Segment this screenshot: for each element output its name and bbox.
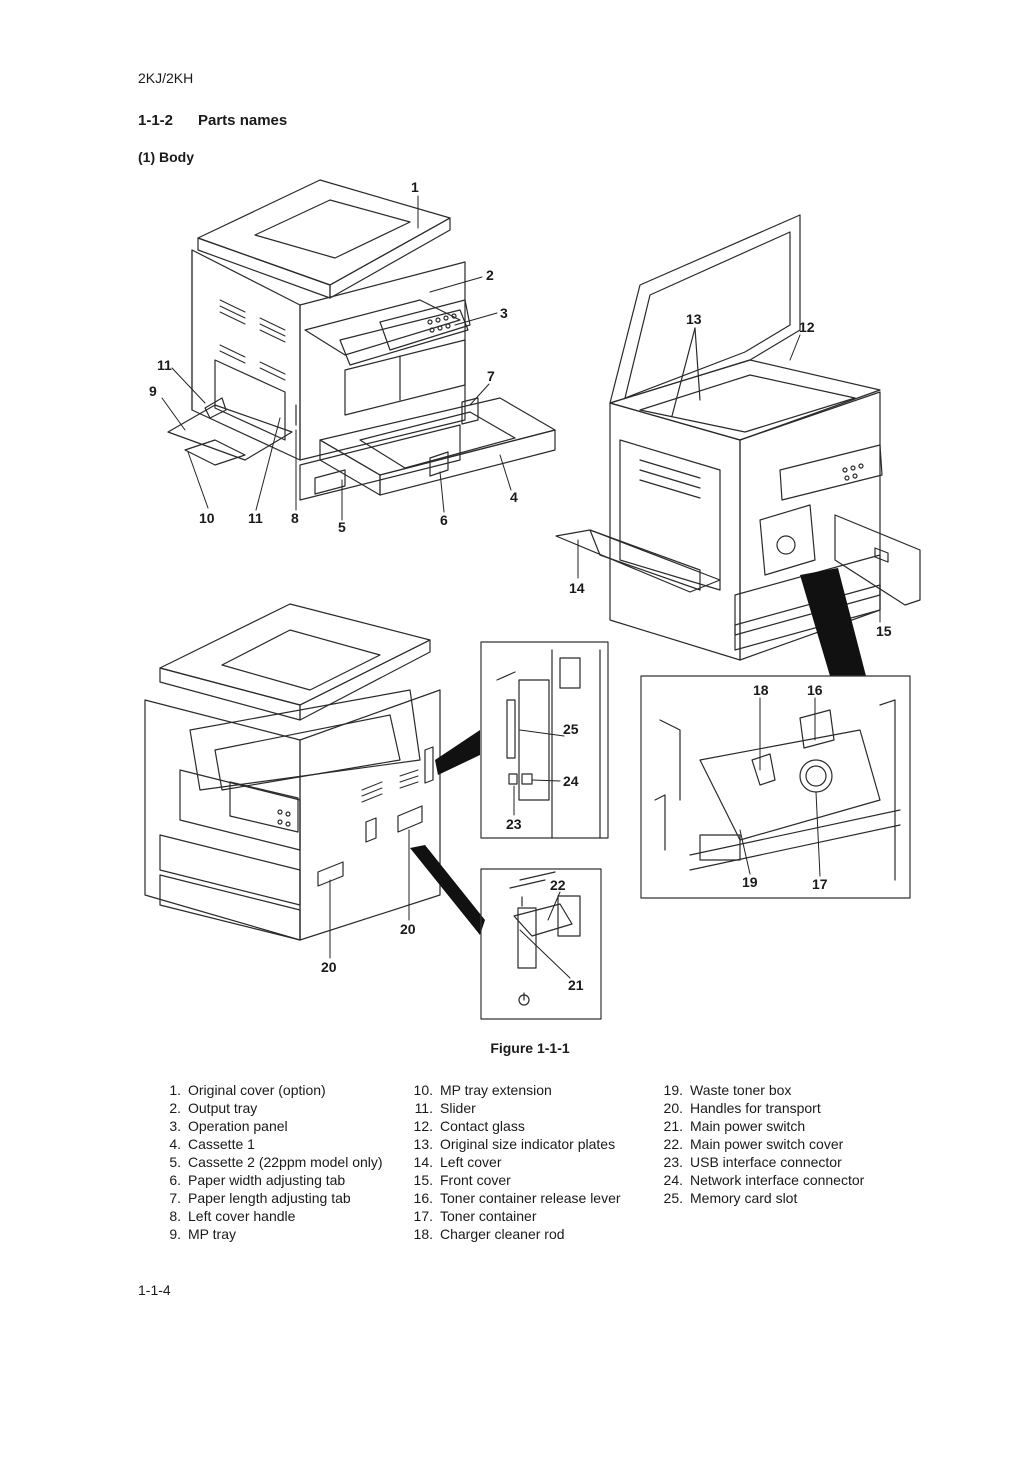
- page-number: 1-1-4: [138, 1282, 171, 1298]
- section-title: Parts names: [198, 112, 288, 129]
- callout-12: 12: [799, 319, 815, 335]
- document-id: 2KJ/2KH: [138, 70, 194, 86]
- callout-15: 15: [876, 623, 892, 639]
- list-item: 13.Original size indicator plates: [413, 1136, 616, 1152]
- list-item: 21.Main power switch: [663, 1118, 806, 1134]
- list-item: 24.Network interface connector: [663, 1172, 865, 1188]
- list-item: 20.Handles for transport: [663, 1100, 821, 1116]
- callout-1: 1: [411, 179, 419, 195]
- callout-3: 3: [500, 305, 508, 321]
- machine-open-view: [555, 214, 921, 676]
- callout-17: 17: [812, 876, 828, 892]
- list-item: 12.Contact glass: [413, 1118, 525, 1134]
- section-number: 1-1-2: [138, 112, 174, 129]
- callout-13: 13: [686, 311, 702, 327]
- list-item: 19.Waste toner box: [663, 1082, 792, 1098]
- inset-power-switch: [480, 868, 602, 1020]
- callout-21: 21: [568, 977, 584, 993]
- callout-16: 16: [807, 682, 823, 698]
- machine-side-view: [144, 603, 485, 941]
- list-item: 23.USB interface connector: [663, 1154, 842, 1170]
- callout-25: 25: [563, 721, 579, 737]
- callout-11b: 11: [248, 510, 263, 526]
- callout-18: 18: [753, 682, 769, 698]
- callout-2: 2: [486, 267, 494, 283]
- list-item: 16.Toner container release lever: [413, 1190, 621, 1206]
- list-item: 15.Front cover: [413, 1172, 511, 1188]
- list-item: 1.Original cover (option): [169, 1082, 326, 1098]
- callout-8: 8: [291, 510, 299, 526]
- list-item: 6.Paper width adjusting tab: [169, 1172, 346, 1188]
- list-item: 10.MP tray extension: [413, 1082, 552, 1098]
- parts-list-column-3: 19.Waste toner box 20.Handles for transp…: [654, 1081, 865, 1207]
- callout-19: 19: [742, 874, 758, 890]
- callout-4: 4: [510, 489, 518, 505]
- list-item: 17.Toner container: [413, 1208, 537, 1224]
- callout-14: 14: [569, 580, 585, 596]
- list-item: 11.Slider: [414, 1100, 476, 1116]
- callout-22: 22: [550, 877, 566, 893]
- parts-list-column-1: 1.Original cover (option) 2.Output tray …: [152, 1081, 383, 1243]
- list-item: 8.Left cover handle: [169, 1208, 296, 1224]
- subsection-heading: (1) Body: [138, 149, 194, 165]
- callout-7: 7: [487, 368, 495, 384]
- parts-list-column-2: 10.MP tray extension 11.Slider 12.Contac…: [404, 1081, 621, 1243]
- callout-11a: 11: [157, 357, 172, 373]
- list-item: 18.Charger cleaner rod: [413, 1226, 565, 1242]
- list-item: 4.Cassette 1: [169, 1136, 255, 1152]
- callout-20a: 20: [400, 921, 416, 937]
- callout-20b: 20: [321, 959, 337, 975]
- callout-9: 9: [149, 383, 157, 399]
- callout-23: 23: [506, 816, 522, 832]
- machine-front-view: [167, 179, 556, 501]
- inset-toner: [640, 675, 911, 899]
- callout-10: 10: [199, 510, 215, 526]
- list-item: 3.Operation panel: [169, 1118, 288, 1134]
- list-item: 9.MP tray: [169, 1226, 236, 1242]
- list-item: 14.Left cover: [413, 1154, 502, 1170]
- callout-24: 24: [563, 773, 579, 789]
- list-item: 2.Output tray: [169, 1100, 258, 1116]
- callout-5: 5: [338, 519, 346, 535]
- parts-figure: 1 2 3 7 4 6 5 8 11 10 9 11 13 12 14 15 1…: [144, 179, 921, 1020]
- inset-ports: [480, 641, 609, 839]
- figure-caption: Figure 1-1-1: [490, 1040, 570, 1056]
- section-heading: 1-1-2 Parts names: [138, 112, 287, 129]
- callout-6: 6: [440, 512, 448, 528]
- list-item: 25.Memory card slot: [663, 1190, 798, 1206]
- list-item: 7.Paper length adjusting tab: [169, 1190, 351, 1206]
- list-item: 22.Main power switch cover: [663, 1136, 844, 1152]
- list-item: 5.Cassette 2 (22ppm model only): [169, 1154, 383, 1170]
